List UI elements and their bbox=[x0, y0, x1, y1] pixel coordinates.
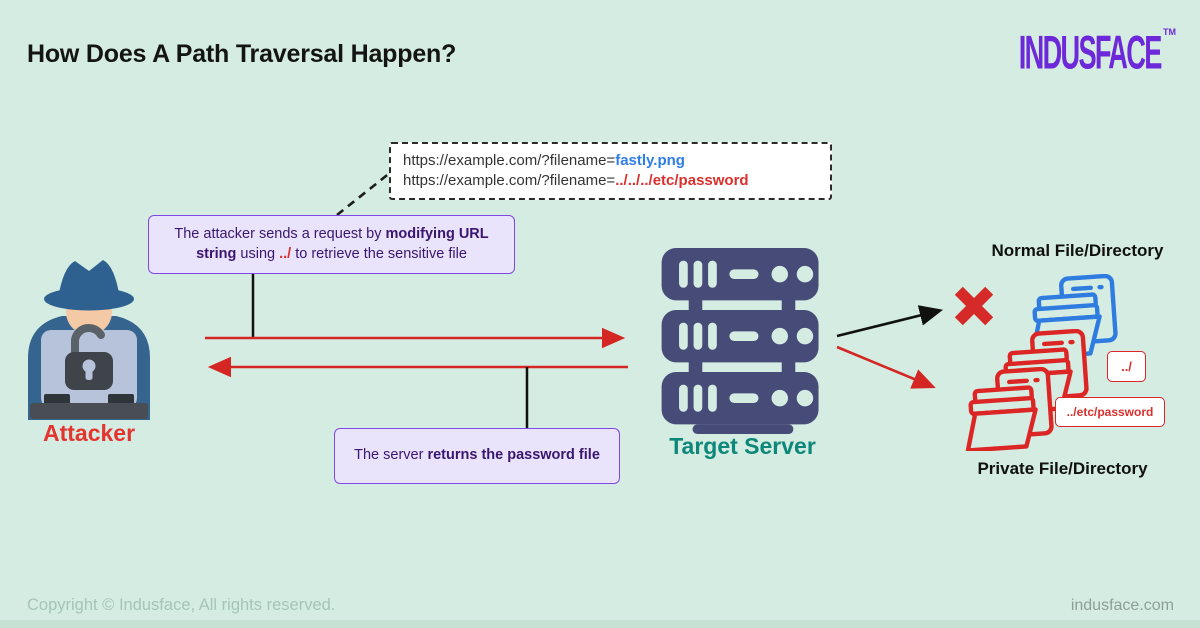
attacker-label: Attacker bbox=[42, 420, 136, 446]
private-directory-label: Private File/Directory bbox=[977, 459, 1148, 478]
target-server-icon bbox=[661, 248, 819, 434]
callout-text: using bbox=[236, 245, 280, 262]
callout-text: to retrieve the sensitive file bbox=[291, 245, 467, 262]
bottom-strip bbox=[0, 620, 1200, 628]
private-folder-icon bbox=[965, 367, 1054, 451]
normal-directory-label: Normal File/Directory bbox=[991, 241, 1164, 260]
traversal-token: ../ bbox=[279, 245, 292, 262]
server-to-normal-arrow bbox=[836, 305, 944, 338]
url-line-normal: https://example.com/?filename=fastly.png bbox=[403, 151, 818, 171]
request-url-box: https://example.com/?filename=fastly.png… bbox=[389, 142, 832, 200]
callout-to-urlbox-dashed-line bbox=[336, 170, 392, 217]
target-server-label: Target Server bbox=[669, 433, 816, 459]
logo-wordmark: INDUSFACE bbox=[1019, 27, 1163, 79]
url-prefix: https://example.com/?filename= bbox=[403, 172, 616, 189]
callout-text: The server bbox=[354, 447, 428, 463]
url-filename-normal: fastly.png bbox=[615, 152, 685, 169]
url-filename-traversal: ../../../etc/password bbox=[615, 172, 749, 189]
website-text: indusface.com bbox=[1070, 597, 1174, 614]
server-response-callout: The server returns the password file bbox=[334, 428, 620, 484]
copyright-text: Copyright © Indusface, All rights reserv… bbox=[27, 596, 336, 614]
callout-bold-text: returns the password file bbox=[427, 447, 600, 463]
attacker-request-callout: The attacker sends a request by modifyin… bbox=[148, 215, 515, 274]
indusface-logo: INDUSFACE TM bbox=[952, 27, 1176, 79]
url-prefix: https://example.com/?filename= bbox=[403, 152, 616, 169]
server-to-private-arrow bbox=[836, 345, 936, 389]
blocked-x-icon bbox=[954, 286, 994, 326]
page-title: How Does A Path Traversal Happen? bbox=[27, 40, 457, 68]
password-path-tag: ../etc/password bbox=[1055, 397, 1165, 427]
attacker-hacker-icon bbox=[28, 260, 150, 420]
callout-text: The attacker sends a request by bbox=[174, 226, 386, 242]
traversal-path-tag: ../ bbox=[1107, 351, 1146, 382]
trademark-symbol: TM bbox=[1163, 27, 1176, 37]
url-line-traversal: https://example.com/?filename=../../../e… bbox=[403, 171, 818, 191]
callout-bold-text: modifying URL string bbox=[196, 226, 489, 262]
